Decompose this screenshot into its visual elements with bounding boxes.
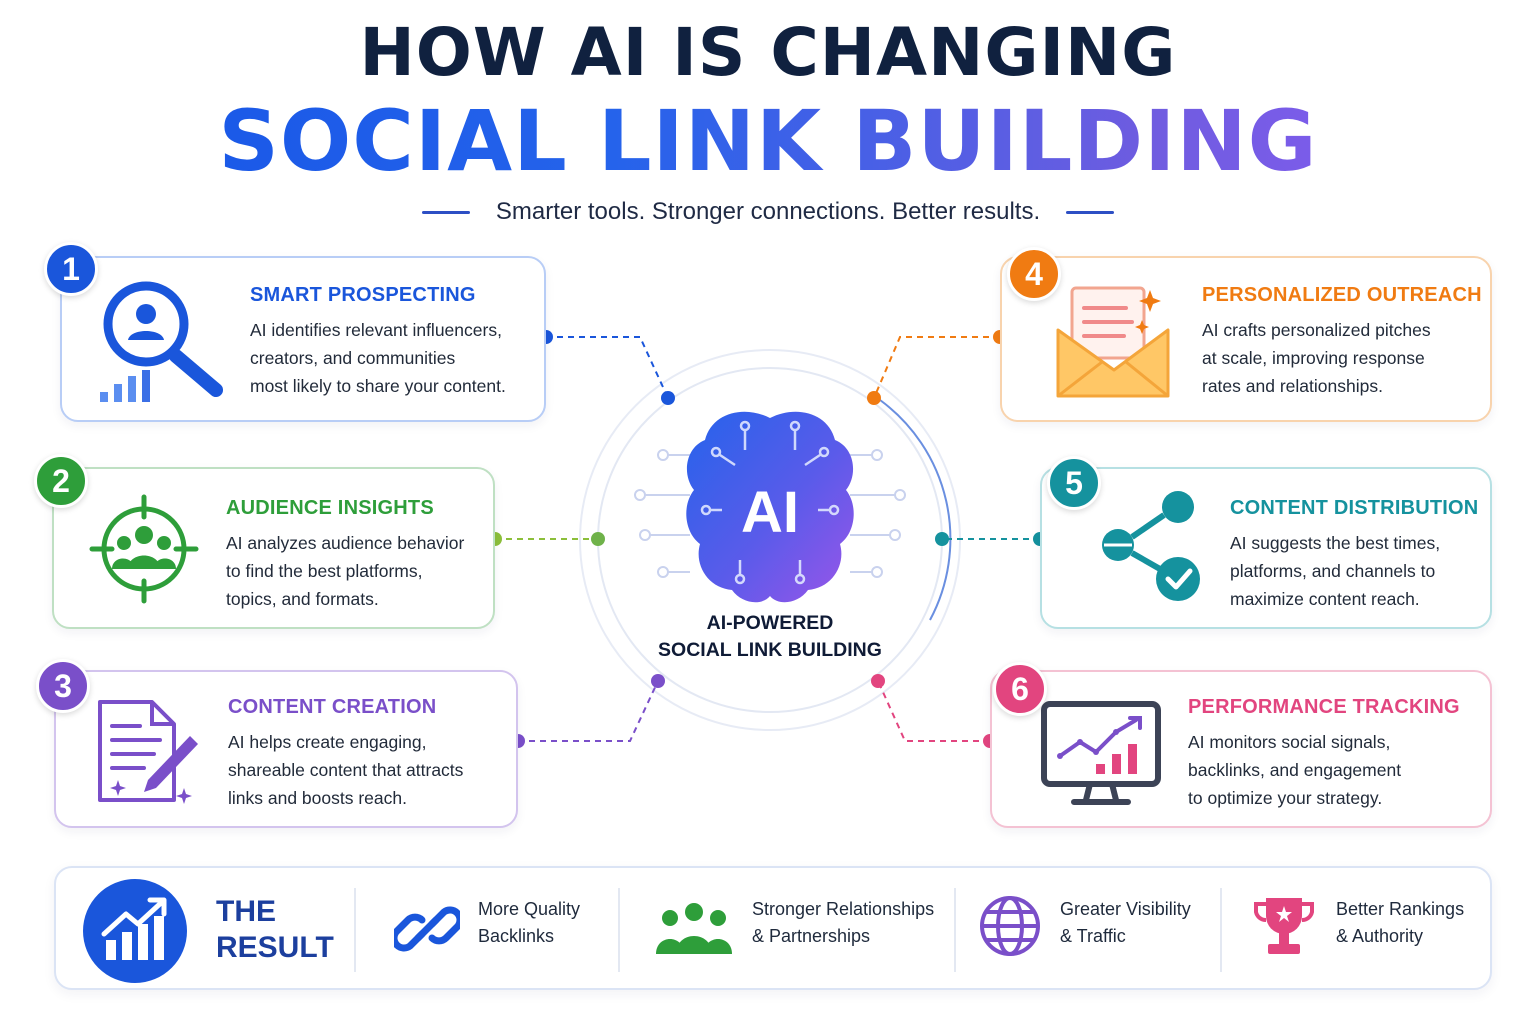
badge-5: 5: [1047, 456, 1101, 510]
result-item-visibility: Greater Visibility & Traffic: [1060, 899, 1191, 946]
share-check-icon: [1098, 489, 1218, 610]
title-line-2: SOCIAL LINK BUILDING: [0, 92, 1536, 190]
connector-4-end: [867, 391, 881, 405]
center-label: AI-POWERED SOCIAL LINK BUILDING: [658, 612, 882, 661]
badge-1: 1: [44, 242, 98, 296]
card-6-text: AI monitors social signals, backlinks, a…: [1188, 732, 1402, 808]
subtitle: Smarter tools. Stronger connections. Bet…: [495, 198, 1041, 225]
result-divider-1: [618, 888, 620, 972]
result-item-rankings: Better Rankings & Authority: [1336, 899, 1465, 946]
card-2-title: AUDIENCE INSIGHTS: [226, 497, 434, 519]
document-pen-icon: [94, 696, 204, 813]
card-smart-prospecting: SMART PROSPECTING AI identifies relevant…: [60, 256, 546, 422]
result-divider-3: [1220, 888, 1222, 972]
connector-6: [877, 680, 990, 742]
card-4-title: PERSONALIZED OUTREACH: [1202, 284, 1482, 306]
people-group-icon: [654, 896, 734, 961]
connector-2-end: [591, 532, 605, 546]
card-5-text: AI suggests the best times, platforms, a…: [1230, 533, 1441, 609]
card-personalized-outreach: PERSONALIZED OUTREACH AI crafts personal…: [1000, 256, 1492, 422]
card-content-distribution: CONTENT DISTRIBUTION AI suggests the bes…: [1040, 467, 1492, 629]
brain-ai-text: AI: [741, 480, 799, 545]
connector-1: [546, 336, 669, 399]
card-5-title: CONTENT DISTRIBUTION: [1230, 497, 1479, 519]
growth-chart-icon: [82, 878, 188, 989]
connector-1-end: [661, 391, 675, 405]
card-4-text: AI crafts personalized pitches at scale,…: [1202, 320, 1431, 396]
monitor-chart-icon: [1040, 700, 1162, 817]
title-line-1: HOW AI IS CHANGING: [359, 14, 1177, 91]
trophy-icon: [1252, 894, 1316, 965]
target-audience-icon: [84, 489, 204, 614]
result-title: THE RESULT: [216, 895, 334, 964]
connector-3-end: [651, 674, 665, 688]
card-3-title: CONTENT CREATION: [228, 696, 437, 718]
result-bar: THE RESULT More Quality Backlinks Strong…: [54, 866, 1492, 990]
badge-4: 4: [1007, 247, 1061, 301]
card-6-title: PERFORMANCE TRACKING: [1188, 696, 1460, 718]
card-2-text: AI analyzes audience behavior to find th…: [226, 533, 465, 609]
card-3-text: AI helps create engaging, shareable cont…: [228, 732, 464, 808]
card-1-text: AI identifies relevant influencers, crea…: [250, 320, 506, 396]
result-divider-0: [354, 888, 356, 972]
result-item-backlinks: More Quality Backlinks: [478, 899, 581, 946]
connector-3: [518, 680, 659, 742]
badge-6: 6: [993, 662, 1047, 716]
result-item-relationships: Stronger Relationships & Partnerships: [752, 899, 935, 946]
badge-2: 2: [34, 454, 88, 508]
connector-5-end: [935, 532, 949, 546]
badge-3: 3: [36, 659, 90, 713]
envelope-letter-icon: [1054, 280, 1174, 405]
card-1-title: SMART PROSPECTING: [250, 284, 476, 306]
card-audience-insights: AUDIENCE INSIGHTS AI analyzes audience b…: [52, 467, 495, 629]
hub-ring-accent: [879, 399, 952, 621]
card-content-creation: CONTENT CREATION AI helps create engagin…: [54, 670, 518, 828]
result-divider-2: [954, 888, 956, 972]
chain-link-icon: [390, 896, 464, 967]
connector-6-end: [871, 674, 885, 688]
subtitle-left-rule: [421, 210, 470, 214]
subtitle-right-rule: [1066, 210, 1115, 214]
globe-icon: [978, 894, 1042, 963]
connector-4: [873, 336, 1000, 399]
card-performance-tracking: PERFORMANCE TRACKING AI monitors social …: [990, 670, 1492, 828]
subtitle-row: Smarter tools. Stronger connections. Bet…: [0, 198, 1536, 226]
magnifier-user-icon: [98, 276, 228, 411]
brain-circuit-icon: [634, 411, 906, 603]
